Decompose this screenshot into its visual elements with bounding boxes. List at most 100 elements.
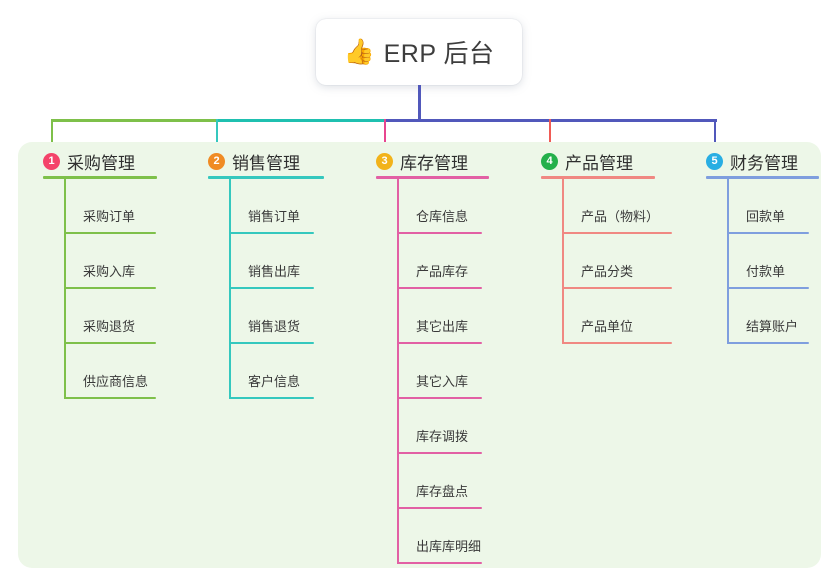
leaf-label: 供应商信息 xyxy=(83,374,149,389)
leaf-item[interactable]: 采购订单 xyxy=(64,179,156,234)
leaf-item[interactable]: 其它出库 xyxy=(397,289,482,344)
leaf-item[interactable]: 其它入库 xyxy=(397,344,482,399)
branch-title-2: 销售管理 xyxy=(232,153,300,173)
leaf-underline xyxy=(397,452,482,454)
root-node-title: ERP 后台 xyxy=(383,40,495,68)
branch-column-5: 5 财务管理回款单付款单结算账户 xyxy=(694,146,819,344)
leaf-item[interactable]: 客户信息 xyxy=(229,344,314,399)
root-stem xyxy=(418,85,421,122)
leaf-label: 采购订单 xyxy=(83,209,136,224)
leaf-underline xyxy=(64,397,156,399)
branch-spine-5 xyxy=(727,179,729,344)
branch-underline-4 xyxy=(541,176,655,179)
leaf-item[interactable]: 供应商信息 xyxy=(64,344,156,399)
branch-column-4: 4 产品管理产品（物料） 产品分类产品单位 xyxy=(529,146,672,344)
leaf-item[interactable]: 仓库信息 xyxy=(397,179,482,234)
branch-column-2: 2 销售管理销售订单销售出库销售退货客户信息 xyxy=(196,146,324,399)
branch-badge-5: 5 xyxy=(706,152,723,170)
leaf-label: 采购入库 xyxy=(83,264,136,279)
leaf-label: 库存调拨 xyxy=(416,429,469,444)
leaf-label: 出库库明细 xyxy=(416,539,482,554)
leaf-label: 产品（物料） xyxy=(581,209,660,224)
branch-underline-2 xyxy=(208,176,324,179)
leaf-label: 产品库存 xyxy=(416,264,469,279)
leaf-item[interactable]: 产品单位 xyxy=(562,289,672,344)
leaf-underline xyxy=(229,232,314,234)
leaf-label: 销售出库 xyxy=(248,264,301,279)
leaf-underline xyxy=(562,232,672,234)
branches-panel xyxy=(18,142,821,568)
leaf-underline xyxy=(229,287,314,289)
leaf-item[interactable]: 产品（物料） xyxy=(562,179,672,234)
branch-badge-1: 1 xyxy=(43,152,60,170)
leaf-label: 销售订单 xyxy=(248,209,301,224)
leaf-item[interactable]: 库存盘点 xyxy=(397,454,482,509)
branch-badge-4: 4 xyxy=(541,152,558,170)
leaf-label: 产品单位 xyxy=(581,319,634,334)
leaf-underline xyxy=(64,287,156,289)
leaf-item[interactable]: 销售订单 xyxy=(229,179,314,234)
leaf-underline xyxy=(64,342,156,344)
leaf-underline xyxy=(727,232,809,234)
branch-spine-4 xyxy=(562,179,564,344)
branch-column-1: 1 采购管理采购订单采购入库采购退货供应商信息 xyxy=(31,146,157,399)
leaf-item[interactable]: 产品库存 xyxy=(397,234,482,289)
leaf-label: 其它出库 xyxy=(416,319,469,334)
branch-title-3: 库存管理 xyxy=(400,153,468,173)
branch-header-2[interactable]: 2 销售管理 xyxy=(196,146,300,176)
branch-spine-3 xyxy=(397,179,399,564)
leaf-item[interactable]: 付款单 xyxy=(727,234,809,289)
leaf-label: 付款单 xyxy=(746,264,786,279)
leaf-label: 库存盘点 xyxy=(416,484,469,499)
branch-header-3[interactable]: 3 库存管理 xyxy=(364,146,468,176)
branch-title-4: 产品管理 xyxy=(565,153,633,173)
trunk-segment-teal xyxy=(216,119,386,122)
leaf-underline xyxy=(562,342,672,344)
leaf-label: 销售退货 xyxy=(248,319,301,334)
leaf-item[interactable]: 销售退货 xyxy=(229,289,314,344)
leaf-underline xyxy=(727,342,809,344)
leaf-underline xyxy=(229,397,314,399)
leaf-label: 客户信息 xyxy=(248,374,301,389)
thumbs-up-icon: 👍 xyxy=(343,37,375,66)
leaf-item[interactable]: 回款单 xyxy=(727,179,809,234)
branch-header-1[interactable]: 1 采购管理 xyxy=(31,146,135,176)
leaf-item[interactable]: 库存调拨 xyxy=(397,399,482,454)
leaf-item[interactable]: 采购退货 xyxy=(64,289,156,344)
leaf-underline xyxy=(727,287,809,289)
branch-badge-3: 3 xyxy=(376,152,393,170)
branch-title-1: 采购管理 xyxy=(67,153,135,173)
branch-column-3: 3 库存管理仓库信息产品库存其它出库其它入库库存调拨库存盘点出库库明细 xyxy=(364,146,489,564)
leaf-label: 其它入库 xyxy=(416,374,469,389)
leaf-item[interactable]: 出库库明细 xyxy=(397,509,482,564)
branch-spine-2 xyxy=(229,179,231,399)
leaf-label: 结算账户 xyxy=(746,319,799,334)
leaf-label: 回款单 xyxy=(746,209,786,224)
leaf-label: 产品分类 xyxy=(581,264,634,279)
branch-underline-1 xyxy=(43,176,157,179)
leaf-item[interactable]: 结算账户 xyxy=(727,289,809,344)
branch-spine-1 xyxy=(64,179,66,399)
branch-header-5[interactable]: 5 财务管理 xyxy=(694,146,798,176)
leaf-item[interactable]: 产品分类 xyxy=(562,234,672,289)
trunk-segment-green xyxy=(51,119,218,122)
leaf-underline xyxy=(562,287,672,289)
leaf-item[interactable]: 采购入库 xyxy=(64,234,156,289)
leaf-label: 仓库信息 xyxy=(416,209,469,224)
branch-badge-2: 2 xyxy=(208,152,225,170)
branch-header-4[interactable]: 4 产品管理 xyxy=(529,146,633,176)
leaf-underline xyxy=(397,287,482,289)
leaf-underline xyxy=(397,562,482,564)
leaf-underline xyxy=(397,397,482,399)
leaf-label: 采购退货 xyxy=(83,319,136,334)
branch-underline-5 xyxy=(706,176,819,179)
leaf-underline xyxy=(64,232,156,234)
root-node[interactable]: 👍 ERP 后台 xyxy=(316,19,522,85)
leaf-underline xyxy=(397,507,482,509)
leaf-underline xyxy=(229,342,314,344)
leaf-item[interactable]: 销售出库 xyxy=(229,234,314,289)
leaf-underline xyxy=(397,232,482,234)
branch-title-5: 财务管理 xyxy=(730,153,798,173)
leaf-underline xyxy=(397,342,482,344)
